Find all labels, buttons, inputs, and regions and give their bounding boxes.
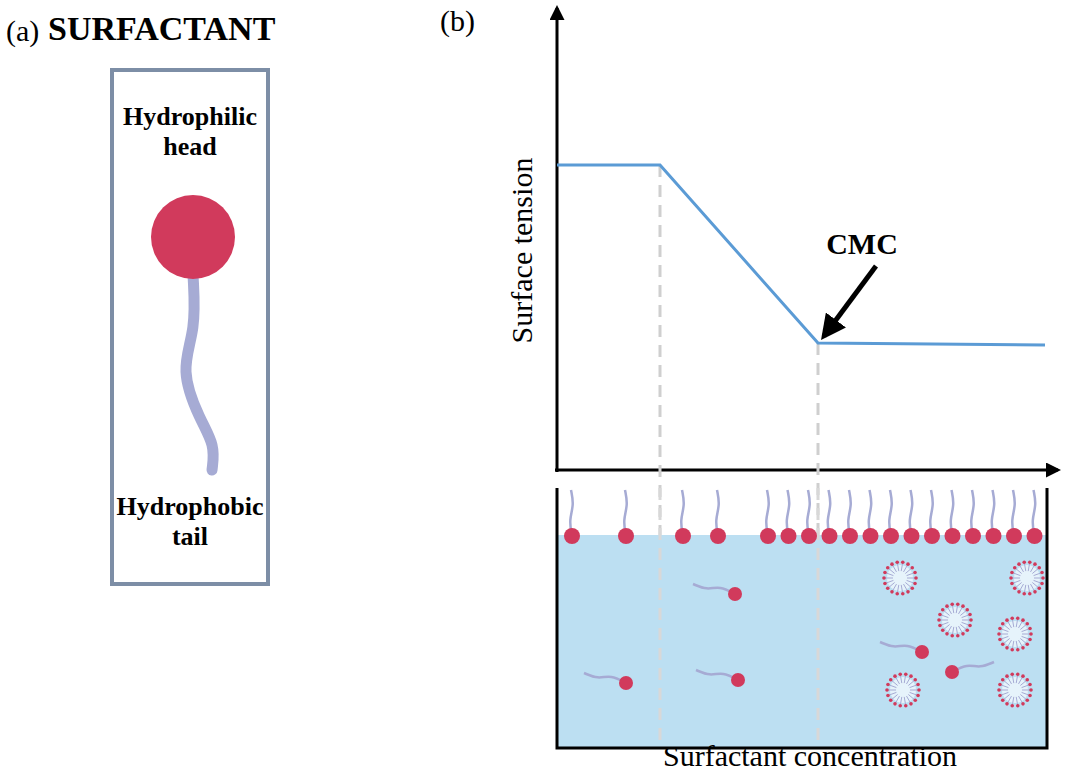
micelle [882, 560, 1045, 707]
solution-tank [557, 488, 1047, 748]
surface-monolayer [564, 490, 1043, 544]
hydrophilic-head [151, 195, 235, 279]
hydrophobic-tail [186, 275, 213, 470]
part-label: Hydrophobic tail [114, 492, 266, 552]
axis-title: Surfactant concentration [663, 739, 957, 772]
cmc-pointer [824, 266, 876, 336]
panel-box: Hydrophilic headHydrophobic tail [110, 68, 270, 586]
panel-letter: (b) [440, 4, 475, 37]
panel-title: SURFACTANT [48, 10, 275, 47]
surface-tension-curve [557, 165, 1045, 345]
axes [555, 8, 1058, 472]
axis-title: Surface tension [506, 157, 539, 343]
panel-letter: (a) [6, 14, 39, 47]
cmc-label: CMC [826, 227, 898, 260]
free-surfactant [584, 584, 994, 690]
part-label: Hydrophilic head [114, 102, 266, 162]
